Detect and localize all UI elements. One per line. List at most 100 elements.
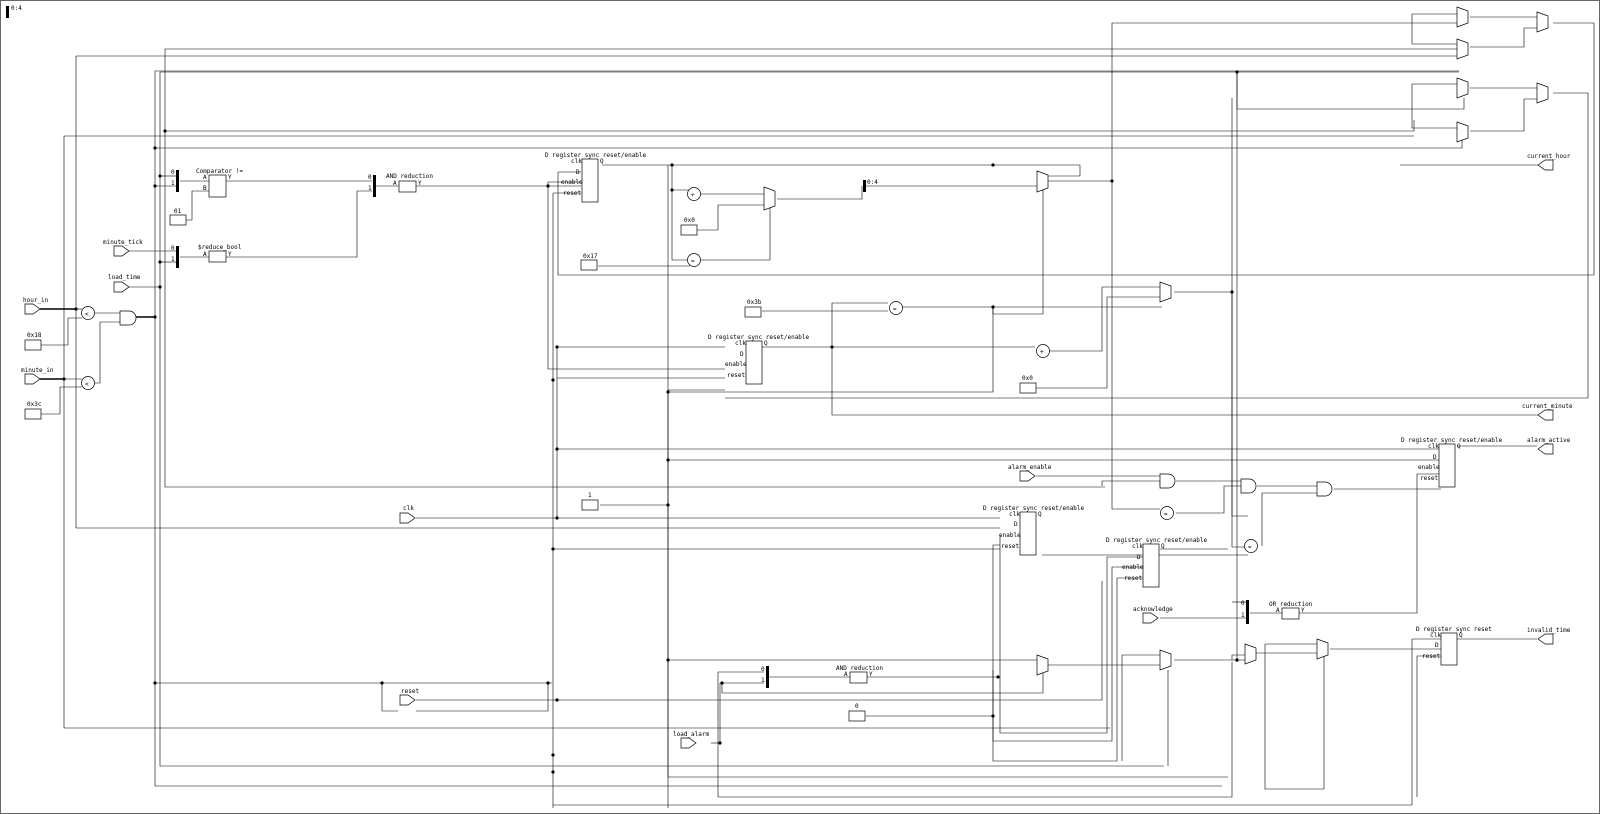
dff-hour-title: D register sync reset/enable bbox=[545, 152, 647, 159]
and-gate-valid bbox=[119, 310, 137, 326]
mux-bottom-3 bbox=[1244, 643, 1257, 665]
comparator-ne-cell[interactable]: Comparator != AB Y bbox=[196, 168, 243, 198]
svg-text:Y: Y bbox=[1301, 607, 1305, 614]
split-bar-6 bbox=[766, 666, 769, 688]
reduce-bool-title: $reduce_bool bbox=[198, 244, 242, 251]
svg-text:=: = bbox=[893, 306, 897, 313]
svg-text:alarm_active: alarm_active bbox=[1527, 437, 1571, 444]
input-ports[interactable]: hour_in minute_in minute_tick load_time … bbox=[21, 239, 1173, 749]
port-alarm-enable[interactable]: alarm_enable bbox=[1008, 464, 1052, 482]
svg-text:A: A bbox=[393, 180, 397, 187]
split-bar-4 bbox=[863, 180, 866, 192]
svg-text:0x17: 0x17 bbox=[583, 253, 598, 260]
svg-text:enable: enable bbox=[999, 532, 1021, 539]
svg-text:load_time: load_time bbox=[108, 274, 141, 281]
muxes bbox=[763, 6, 1549, 676]
split-bar-2 bbox=[176, 246, 179, 268]
svg-text:Q: Q bbox=[764, 340, 768, 347]
svg-text:enable: enable bbox=[725, 361, 747, 368]
port-current-minute[interactable]: current_minute bbox=[1522, 403, 1573, 421]
svg-text:01: 01 bbox=[174, 208, 182, 215]
svg-text:1: 1 bbox=[171, 256, 175, 263]
corner-marker bbox=[6, 6, 9, 18]
port-minute-tick[interactable]: minute_tick bbox=[103, 239, 143, 257]
eq-alarm-minute: = bbox=[1244, 539, 1258, 553]
svg-text:0: 0 bbox=[171, 245, 175, 252]
dff-invalid-title: D register sync reset bbox=[1416, 626, 1492, 633]
svg-text:reset: reset bbox=[1001, 543, 1019, 550]
svg-text:enable: enable bbox=[1122, 564, 1144, 571]
svg-text:1: 1 bbox=[588, 492, 592, 499]
svg-text:clk: clk bbox=[1132, 543, 1143, 550]
mux-hour-next bbox=[763, 186, 776, 211]
svg-text:Y: Y bbox=[418, 180, 422, 187]
const-0x0-a: 0x0 bbox=[680, 217, 698, 236]
port-minute-in[interactable]: minute_in bbox=[21, 367, 54, 385]
port-current-hour[interactable]: current_hour bbox=[1527, 153, 1571, 171]
mux-top-1 bbox=[1456, 6, 1469, 28]
and-gate-alarm-2 bbox=[1240, 478, 1257, 494]
svg-text:=: = bbox=[1248, 544, 1252, 551]
dff-alarm-minute-title: D register sync reset/enable bbox=[1106, 537, 1208, 544]
port-hour-in[interactable]: hour_in bbox=[23, 297, 49, 315]
bus-splits: 01 01 01 0:4 01 01 bbox=[171, 169, 1249, 688]
mux-minute-next bbox=[1159, 281, 1172, 303]
add-hour: + bbox=[687, 187, 701, 201]
port-load-alarm[interactable]: load_alarm bbox=[673, 731, 710, 749]
svg-text:Q: Q bbox=[1457, 443, 1461, 450]
mux-top-6 bbox=[1536, 82, 1549, 104]
and-gate-alarm-1 bbox=[1159, 473, 1176, 489]
port-reset[interactable]: reset bbox=[399, 688, 419, 706]
const-1: 1 bbox=[581, 492, 599, 511]
const-0x3b: 0x3b bbox=[744, 299, 762, 318]
output-ports[interactable]: current_hour current_minute alarm_active… bbox=[1522, 153, 1573, 645]
port-load-time[interactable]: load_time bbox=[108, 274, 141, 293]
svg-text:Q: Q bbox=[600, 158, 604, 165]
svg-text:0x0: 0x0 bbox=[1022, 375, 1033, 382]
svg-text:reset: reset bbox=[1420, 475, 1438, 482]
svg-text:D: D bbox=[740, 351, 744, 358]
svg-text:current_minute: current_minute bbox=[1522, 403, 1573, 410]
svg-text:0: 0 bbox=[855, 703, 859, 710]
port-invalid-time[interactable]: invalid_time bbox=[1527, 627, 1571, 645]
mux-top-2 bbox=[1456, 38, 1469, 60]
svg-text:0: 0 bbox=[1241, 600, 1245, 607]
mux-hour-load bbox=[1036, 170, 1049, 193]
svg-text:clk: clk bbox=[1428, 443, 1439, 450]
const-0x18: 0x18 bbox=[24, 332, 42, 351]
and-gates bbox=[119, 310, 1333, 497]
svg-text:<: < bbox=[85, 381, 89, 388]
svg-text:0x3c: 0x3c bbox=[27, 401, 42, 408]
svg-text:D: D bbox=[576, 169, 580, 176]
svg-text:1: 1 bbox=[171, 180, 175, 187]
port-alarm-active[interactable]: alarm_active bbox=[1527, 437, 1571, 455]
svg-text:0x0: 0x0 bbox=[684, 217, 695, 224]
svg-text:reset: reset bbox=[401, 688, 419, 695]
svg-text:clk: clk bbox=[1430, 632, 1441, 639]
mux-top-4 bbox=[1456, 77, 1469, 99]
svg-text:D: D bbox=[1433, 454, 1437, 461]
add-minute: + bbox=[1036, 344, 1050, 358]
port-clk[interactable]: clk bbox=[399, 505, 416, 524]
svg-text:1: 1 bbox=[761, 677, 765, 684]
mux-bottom-2 bbox=[1159, 649, 1172, 671]
comparator-title: Comparator != bbox=[196, 168, 243, 175]
svg-text:0x18: 0x18 bbox=[27, 332, 42, 339]
svg-text:A: A bbox=[203, 174, 207, 181]
wires bbox=[40, 13, 1595, 808]
svg-text:D: D bbox=[1435, 642, 1439, 649]
port-acknowledge[interactable]: acknowledge bbox=[1133, 606, 1173, 624]
svg-text:invalid_time: invalid_time bbox=[1527, 627, 1571, 634]
